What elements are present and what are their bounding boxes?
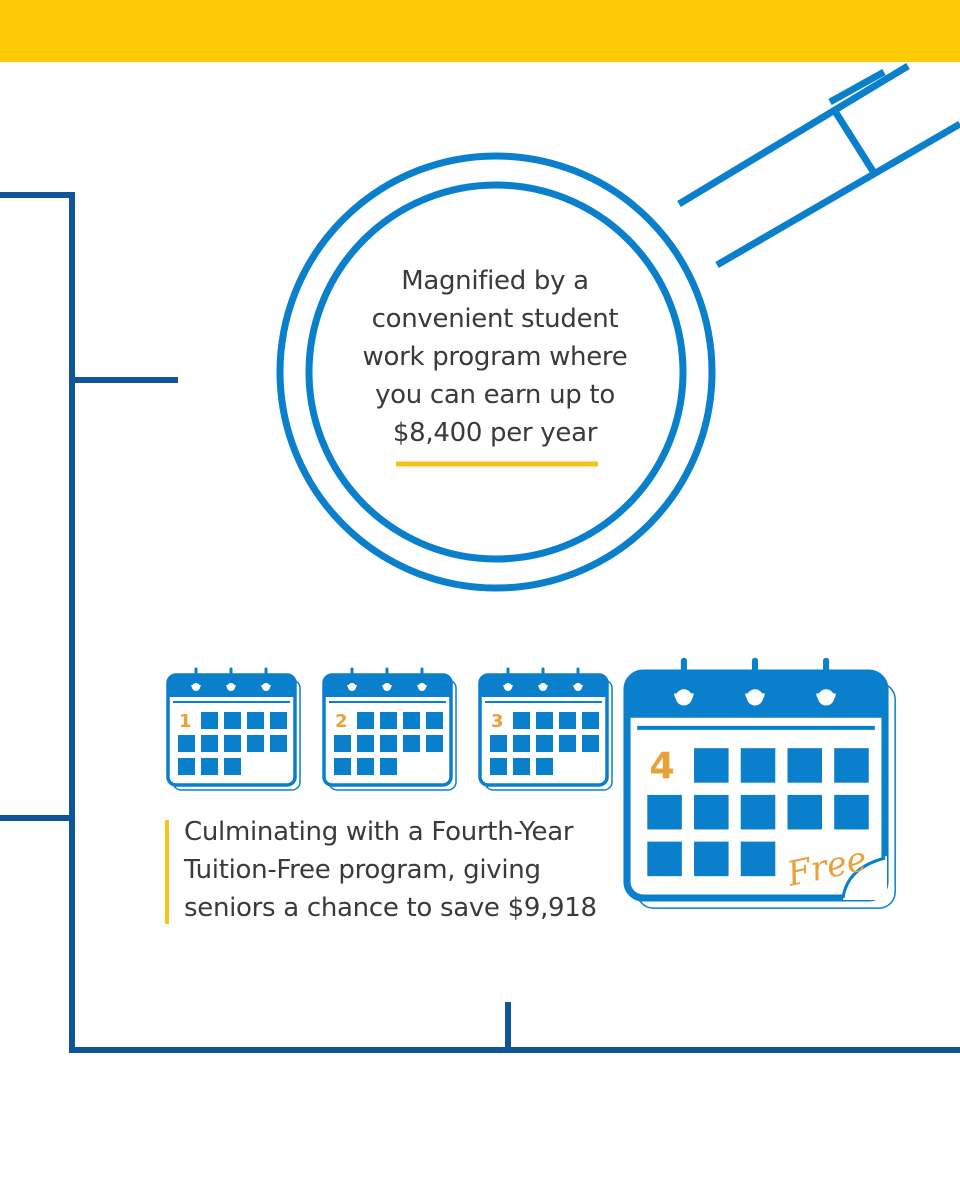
calendar-day [224,758,241,775]
calendar-day [380,735,397,752]
calendar-day [647,794,682,830]
fourth-year-text: Culminating with a Fourth-Year Tuition-F… [184,817,597,923]
calendar-icon: 3 [478,667,613,791]
calendar-day [694,748,729,783]
calendar-day [247,712,264,729]
calendar-day [513,712,530,729]
calendar-day [403,735,420,752]
magnifying-glass-icon [276,63,960,592]
calendar-day [582,712,599,729]
calendar-day [582,735,599,752]
calendar-day [834,748,869,783]
calendar-day [787,794,823,830]
calendar-day [357,735,374,752]
calendar-day [270,712,287,729]
calendar-day [740,841,776,877]
calendar-day [201,712,218,729]
calendar-day [490,735,507,752]
calendar-day [247,735,264,752]
calendar-day [647,841,682,877]
calendar-day [694,794,729,830]
work-program-text: Magnified by a convenient student work p… [362,266,628,448]
calendar-day [224,712,241,729]
calendar-day [513,758,530,775]
calendar-day [201,735,218,752]
calendar-day [403,712,420,729]
calendar-year-number: 2 [335,711,348,732]
calendar-day [740,748,776,783]
calendar-day [559,712,576,729]
calendar-year-number: 1 [179,711,192,732]
calendar-year-number: 4 [649,745,674,788]
calendar-day [740,794,776,830]
calendar-icon: 2 [322,667,457,791]
calendar-day [224,735,241,752]
calendar-icon: 1 [166,667,301,791]
calendar-day [357,758,374,775]
calendar-day [270,735,287,752]
calendar-day [178,735,195,752]
calendar-day [834,794,869,830]
calendar-day [380,712,397,729]
calendar-day [426,735,443,752]
calendar-day [513,735,530,752]
calendar-day [536,712,553,729]
calendar-day [559,735,576,752]
calendar-day [334,735,351,752]
calendar-day [490,758,507,775]
calendar-day [536,758,553,775]
calendar-day [201,758,218,775]
calendar-day [536,735,553,752]
calendar-day [334,758,351,775]
calendar-year-number: 3 [491,711,504,732]
calendar-day [380,758,397,775]
calendar-day [357,712,374,729]
calendar-day [694,841,729,877]
top-accent-bar [0,0,960,62]
calendar-day [787,748,823,783]
connector-frame [0,192,960,1053]
calendar-day [178,758,195,775]
calendar-day [426,712,443,729]
